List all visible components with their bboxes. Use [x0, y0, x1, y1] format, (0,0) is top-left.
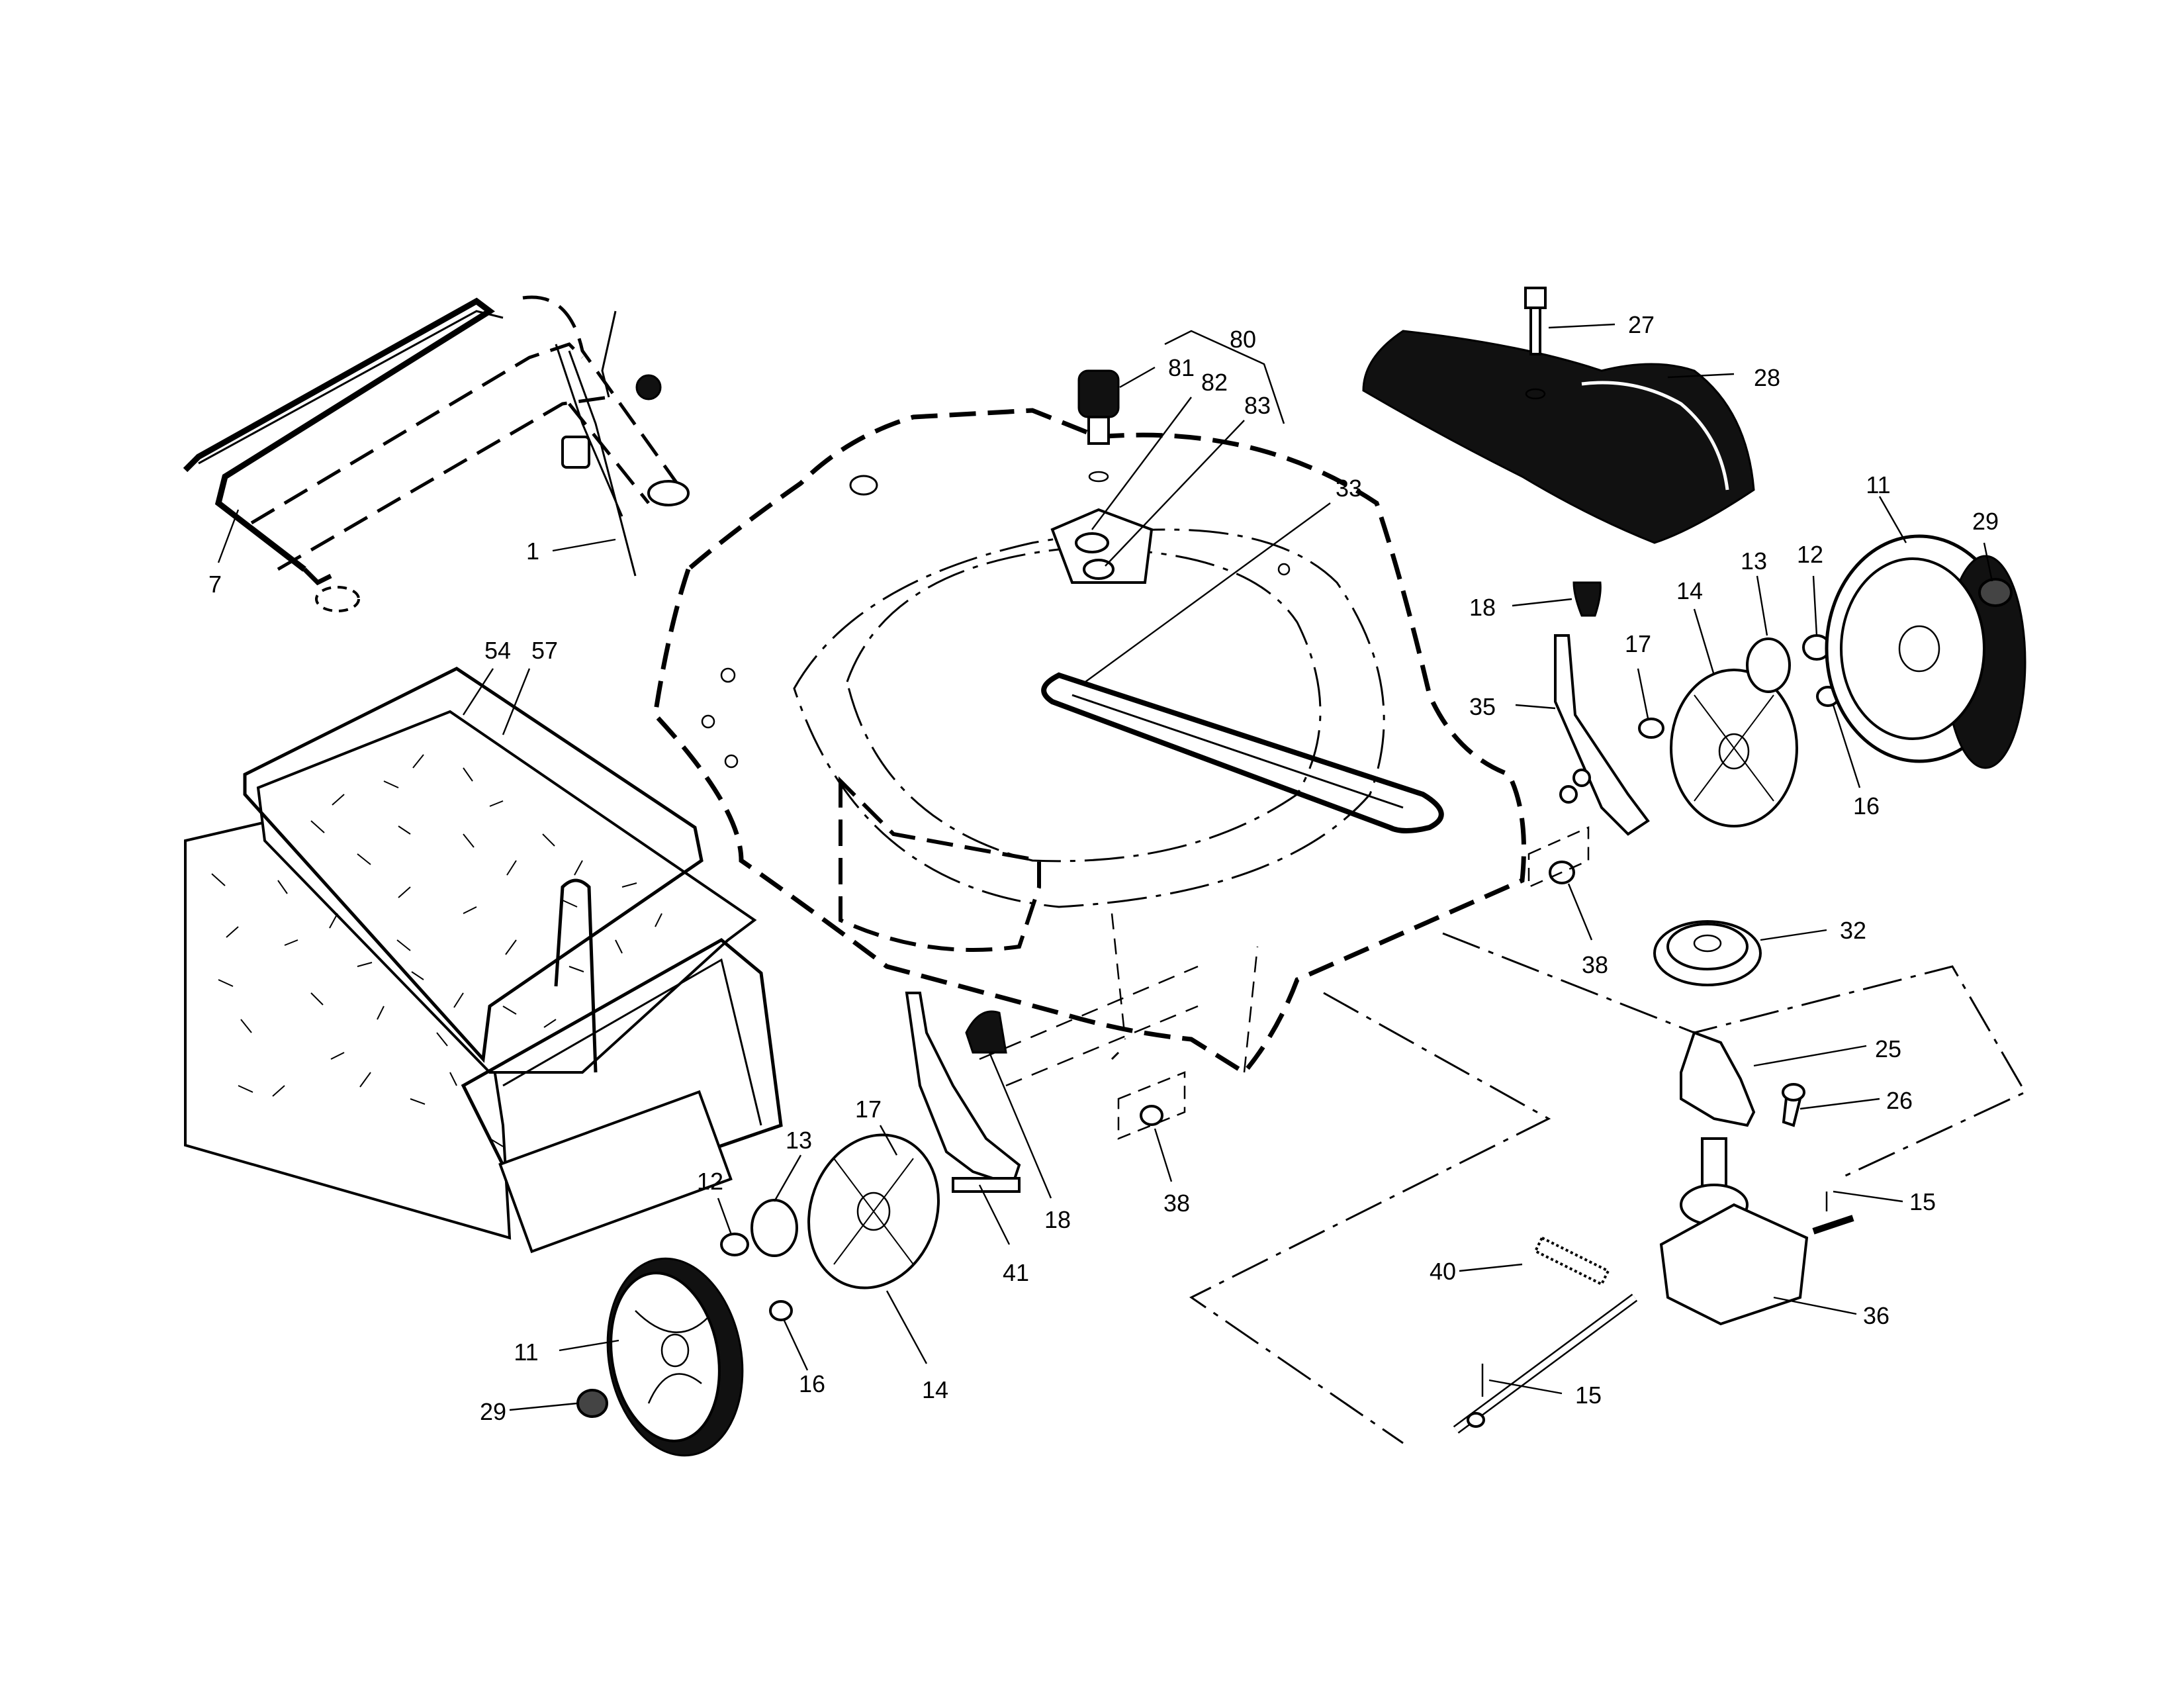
callout-40: 40 [1430, 1258, 1456, 1285]
callout-38-left: 38 [1163, 1190, 1190, 1217]
rear-shield [1362, 287, 1755, 544]
callout-11-left: 11 [514, 1338, 538, 1366]
callout-16-right: 16 [1853, 792, 1880, 820]
callout-14-left: 14 [922, 1376, 948, 1403]
callout-26: 26 [1886, 1087, 1913, 1114]
callout-15-upper: 15 [1909, 1188, 1936, 1215]
grass-bag [184, 667, 783, 1254]
callout-12-right: 12 [1797, 541, 1823, 568]
callout-12-left: 12 [697, 1168, 723, 1195]
callout-7: 7 [208, 571, 222, 598]
callout-32: 32 [1840, 917, 1866, 944]
callout-33: 33 [1336, 475, 1362, 502]
callout-82: 82 [1201, 369, 1228, 396]
callout-1: 1 [526, 538, 539, 565]
callout-83: 83 [1244, 392, 1271, 419]
callout-13-right: 13 [1741, 547, 1767, 575]
mower-deck [653, 408, 1526, 1076]
callout-16-left: 16 [799, 1370, 825, 1397]
handle-assembly [183, 295, 690, 612]
callout-15-lower: 15 [1575, 1382, 1602, 1409]
callout-28: 28 [1754, 364, 1780, 391]
callout-36: 36 [1863, 1302, 1889, 1329]
callout-54: 54 [484, 637, 511, 664]
right-wheel-assembly [1554, 534, 2026, 836]
callout-80: 80 [1230, 326, 1256, 353]
callout-29-right: 29 [1972, 508, 1999, 535]
callout-27: 27 [1628, 311, 1655, 338]
callout-14-right: 14 [1676, 577, 1703, 604]
callout-17-right: 17 [1625, 630, 1651, 657]
drive-belt [1041, 672, 1444, 833]
callout-numbers: 1 7 54 57 80 81 82 83 33 27 28 11 29 18 … [208, 311, 1999, 1425]
callout-11-right: 11 [1866, 471, 1890, 498]
callout-29-left: 29 [480, 1398, 506, 1425]
transmission-group [1111, 920, 2027, 1444]
callout-41: 41 [1003, 1259, 1029, 1286]
callout-18-right: 18 [1469, 594, 1496, 621]
leader-lines [217, 323, 1993, 1411]
left-wheel-assembly [576, 965, 1199, 1457]
callout-17-left: 17 [855, 1096, 882, 1123]
callout-18-left: 18 [1044, 1206, 1071, 1233]
callout-25: 25 [1875, 1035, 1901, 1062]
callout-13-left: 13 [786, 1127, 812, 1154]
callout-35: 35 [1469, 693, 1496, 720]
bag-fabric-texture [211, 754, 662, 1147]
callout-81: 81 [1168, 354, 1195, 381]
callout-57: 57 [531, 637, 558, 664]
callout-38-right: 38 [1582, 951, 1608, 978]
knob-assembly [1050, 330, 1285, 584]
